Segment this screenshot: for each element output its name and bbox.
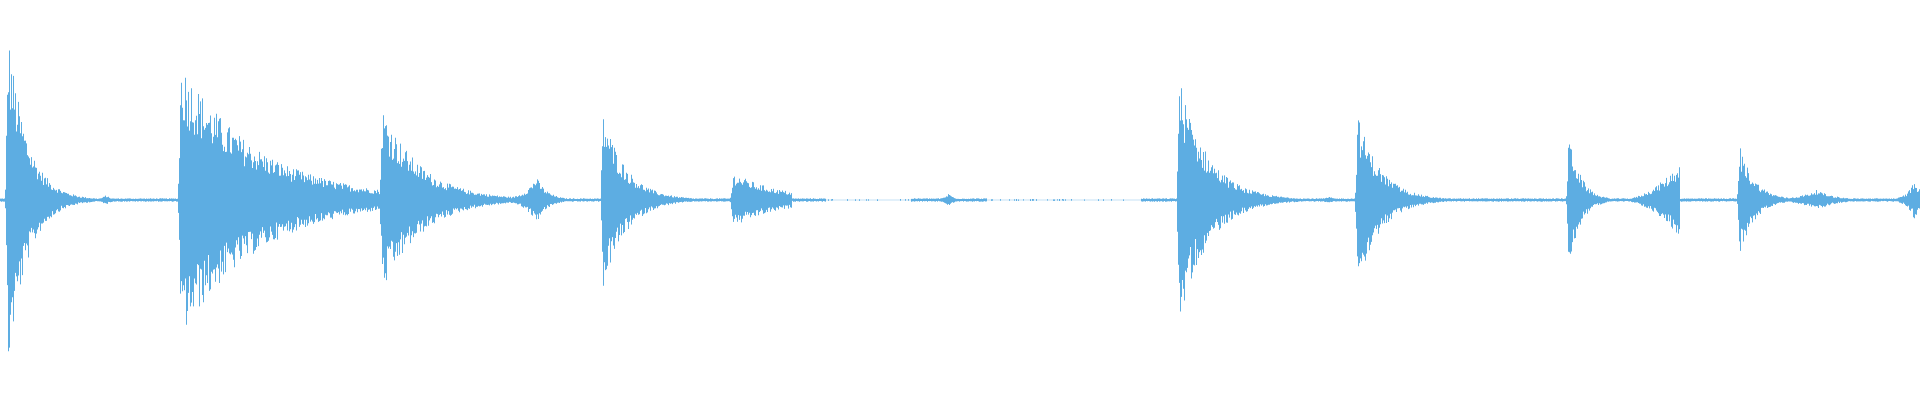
waveform-event-2 xyxy=(100,195,112,205)
waveform-event-1 xyxy=(2,30,14,370)
waveform-event-7 xyxy=(597,112,609,289)
waveform-event-12 xyxy=(1351,115,1363,285)
waveform-event-5 xyxy=(376,107,388,294)
waveform-event-13 xyxy=(1563,132,1575,268)
waveform-event-8 xyxy=(727,173,739,227)
waveform-event-16 xyxy=(1810,190,1822,210)
waveform-event-17 xyxy=(1908,180,1920,221)
waveform-event-4 xyxy=(313,169,325,230)
waveform-event-15 xyxy=(1734,146,1746,255)
waveform-event-14 xyxy=(1668,163,1680,238)
waveform-signal xyxy=(0,50,1920,352)
waveform-event-6 xyxy=(530,176,542,224)
waveform-event-10 xyxy=(1173,78,1185,323)
waveform-event-9 xyxy=(942,193,954,207)
waveform-event-11 xyxy=(1323,197,1335,204)
waveform-event-3 xyxy=(174,61,186,340)
